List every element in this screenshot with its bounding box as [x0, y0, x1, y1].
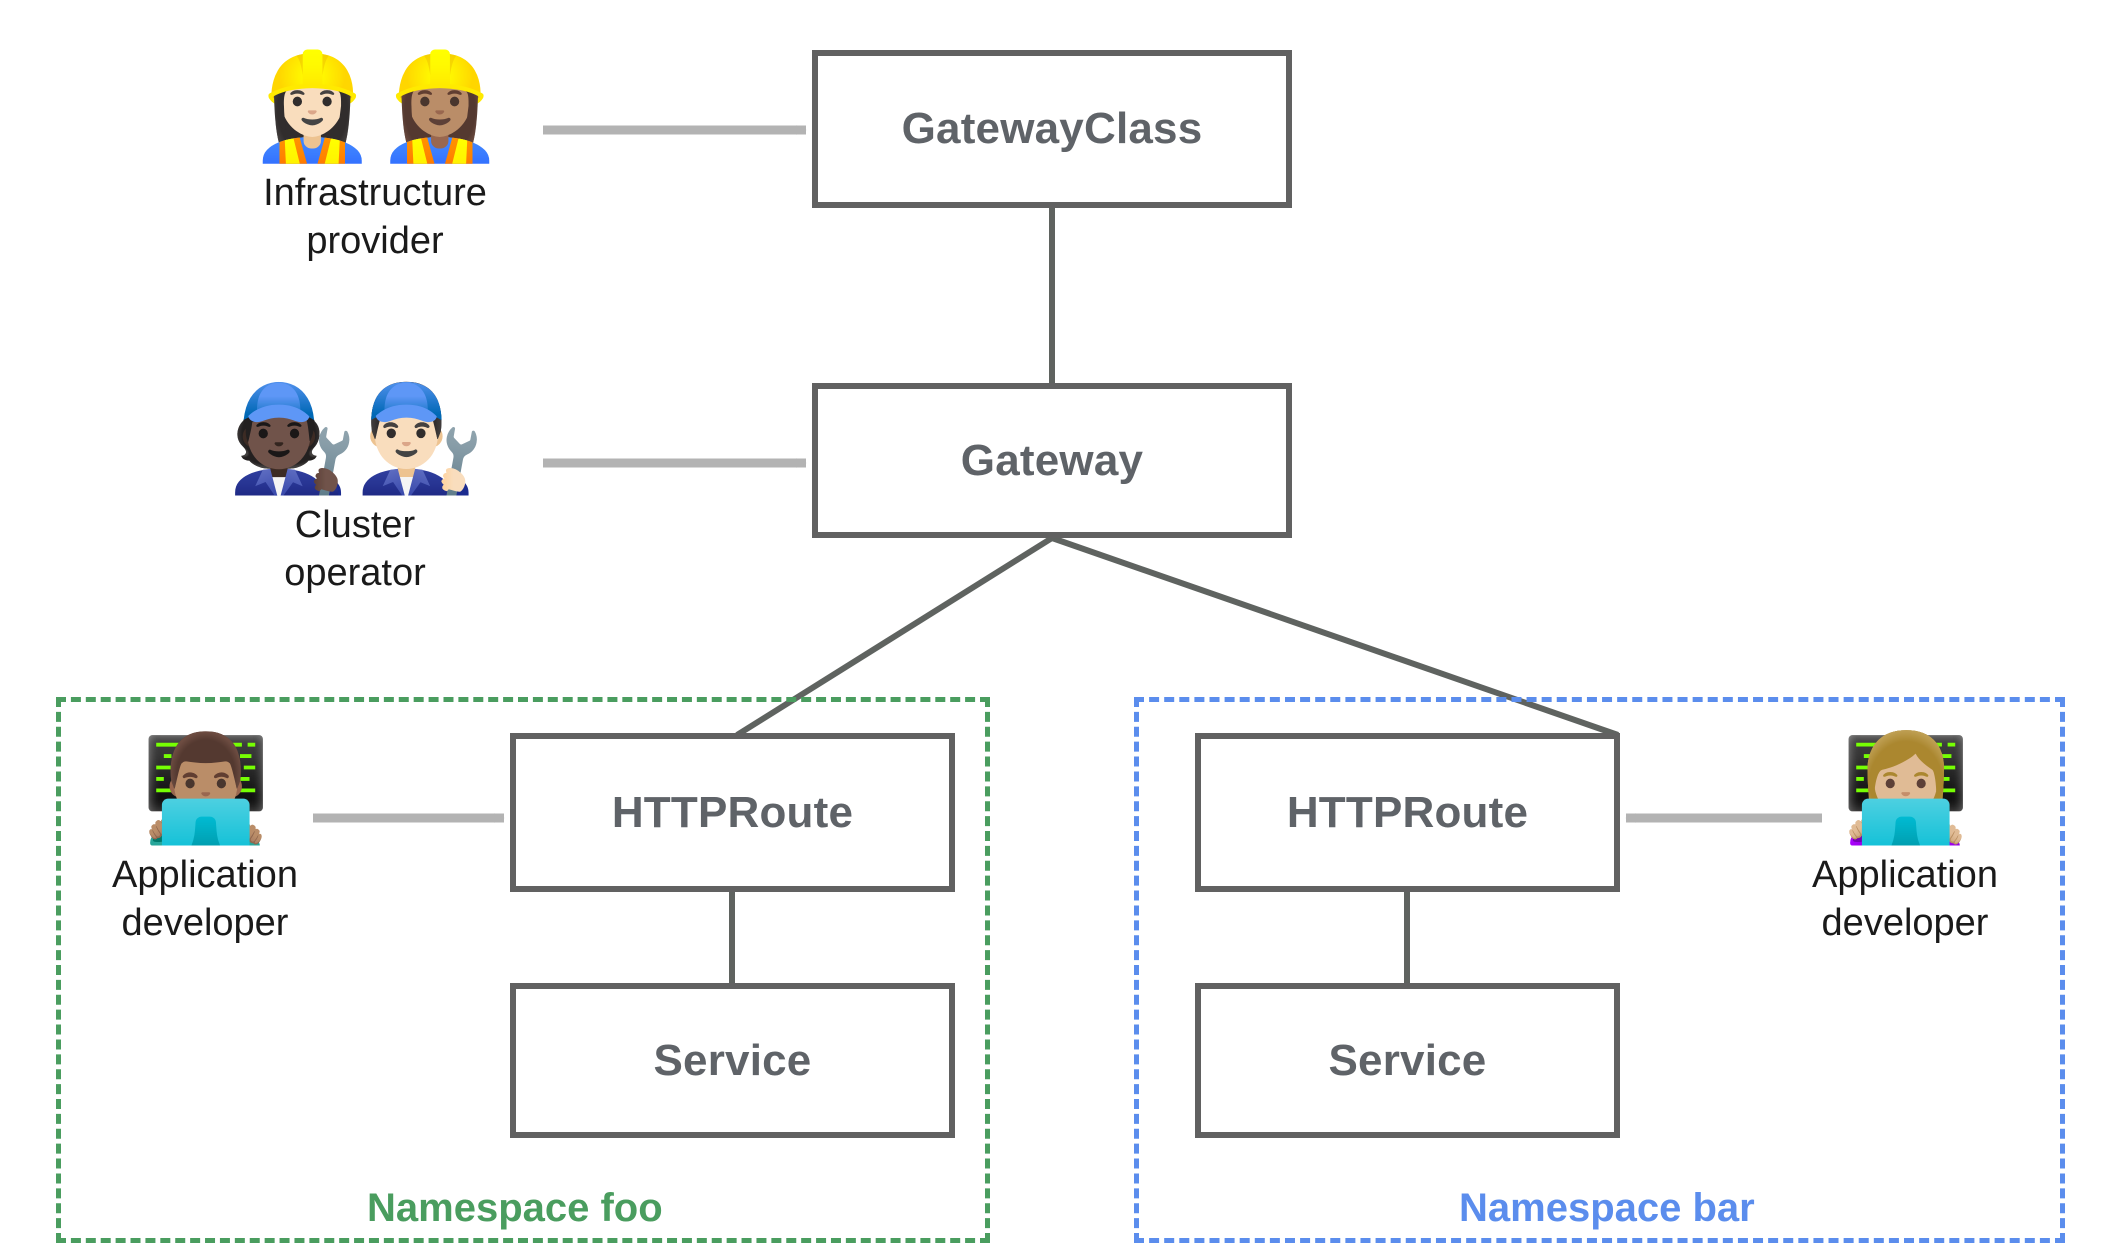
- persona-caption-application-developer-foo: Application developer: [112, 854, 298, 944]
- persona-caption-cluster-operator: Cluster operator: [284, 504, 426, 594]
- namespace-group-foo: [56, 697, 990, 1243]
- persona-application-developer-foo: 👨🏽‍💻 Application developer: [60, 730, 350, 947]
- resource-label-gatewayclass: GatewayClass: [901, 104, 1203, 153]
- resource-box-gateway[interactable]: Gateway: [812, 383, 1292, 538]
- persona-caption-application-developer-bar: Application developer: [1812, 854, 1998, 944]
- persona-application-developer-bar: 👩🏼‍💻 Application developer: [1760, 730, 2050, 947]
- woman-construction-worker-icon: 👷🏻‍♀️👷🏽‍♀️: [247, 45, 505, 167]
- resource-box-httproute-foo[interactable]: HTTPRoute: [510, 733, 955, 892]
- resource-box-gatewayclass[interactable]: GatewayClass: [812, 50, 1292, 208]
- resource-label-service-bar: Service: [1328, 1035, 1487, 1085]
- persona-infrastructure-provider: 👷🏻‍♀️👷🏽‍♀️ Infrastructure provider: [220, 48, 530, 265]
- resource-box-service-bar[interactable]: Service: [1195, 983, 1620, 1138]
- persona-caption-infrastructure-provider: Infrastructure provider: [263, 172, 487, 262]
- resource-box-httproute-bar[interactable]: HTTPRoute: [1195, 733, 1620, 892]
- resource-label-httproute-foo: HTTPRoute: [611, 787, 854, 837]
- namespace-group-bar: [1134, 697, 2065, 1243]
- resource-label-httproute-bar: HTTPRoute: [1286, 787, 1529, 837]
- resource-label-gateway: Gateway: [960, 435, 1144, 485]
- resource-box-service-foo[interactable]: Service: [510, 983, 955, 1138]
- mechanic-icon: 🧑🏿‍🔧👨🏻‍🔧: [227, 377, 485, 499]
- woman-technologist-icon: 👩🏼‍💻: [1841, 727, 1970, 849]
- man-technologist-icon: 👨🏽‍💻: [141, 727, 270, 849]
- namespace-label-bar: Namespace bar: [1459, 1186, 1755, 1230]
- namespace-label-foo: Namespace foo: [367, 1186, 663, 1230]
- persona-cluster-operator: 🧑🏿‍🔧👨🏻‍🔧 Cluster operator: [200, 380, 510, 597]
- resource-label-service-foo: Service: [653, 1035, 812, 1085]
